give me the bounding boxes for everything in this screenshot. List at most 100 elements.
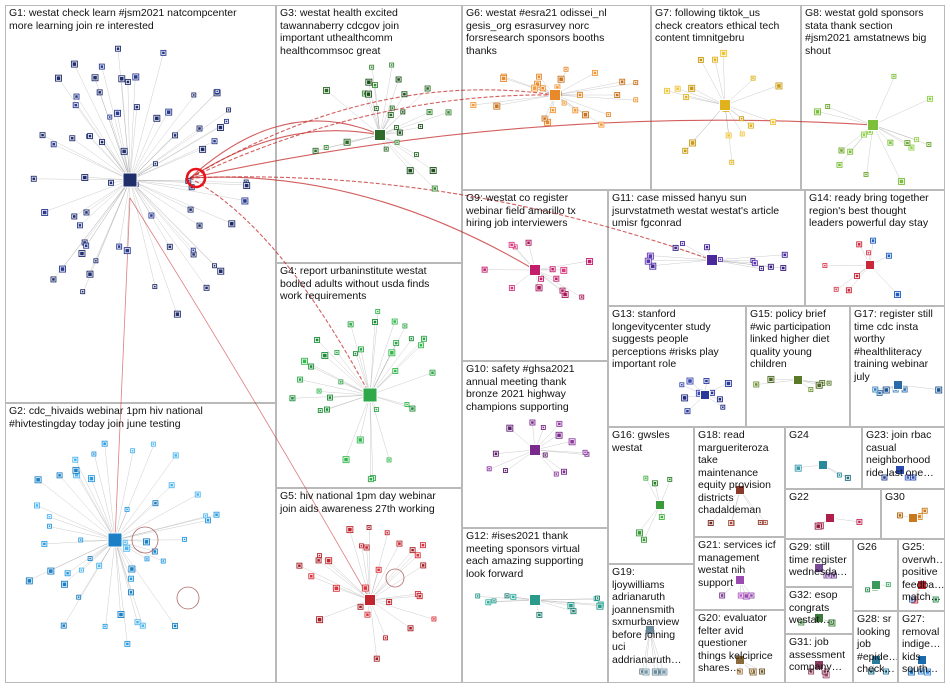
node-fill-g18 — [764, 521, 767, 524]
node-fill-g1 — [198, 127, 201, 130]
node-fill-g6 — [537, 75, 541, 78]
hub-node-g16[interactable] — [655, 500, 665, 510]
node-fill-g14 — [847, 288, 851, 292]
hub-node-g14[interactable] — [865, 260, 875, 270]
node-fill-g3 — [367, 80, 371, 84]
node-fill-g6 — [556, 86, 559, 89]
node-fill-g20 — [738, 670, 742, 673]
hub-node-g19[interactable] — [645, 625, 655, 635]
edge — [369, 543, 400, 601]
node-fill-g10 — [570, 439, 574, 444]
node-fill-g1 — [60, 267, 65, 271]
group-label-g24: G24 — [789, 429, 809, 441]
hub-node-g7[interactable] — [719, 99, 731, 111]
edge — [503, 77, 556, 96]
hub-node-g8[interactable] — [867, 119, 879, 131]
node-fill-g1 — [244, 183, 249, 188]
node-fill-g4 — [354, 352, 357, 355]
node-fill-g4 — [298, 378, 302, 381]
hub-node-g11[interactable] — [706, 254, 718, 266]
hub-node-g20[interactable] — [735, 655, 745, 665]
hub-node-g21[interactable] — [735, 575, 745, 585]
hub-node-g29[interactable] — [814, 563, 824, 573]
node-fill-g3 — [324, 88, 329, 93]
edge — [369, 533, 388, 601]
hub-node-g27[interactable] — [917, 655, 927, 665]
node-fill-g4 — [422, 337, 426, 341]
node-fill-g10 — [504, 469, 507, 472]
node-fill-g3 — [419, 125, 422, 128]
node-fill-g23 — [883, 476, 886, 479]
node-fill-g1 — [218, 125, 223, 130]
hub-node-g28[interactable] — [871, 655, 881, 665]
hub-node-g4[interactable] — [362, 387, 378, 403]
edge — [724, 85, 779, 106]
hub-node-g5[interactable] — [364, 594, 376, 606]
node-fill-g6 — [541, 86, 545, 90]
hub-node-g22[interactable] — [825, 513, 835, 523]
group-cell-g27: G27: removal indige… kids south… — [898, 611, 945, 683]
hub-node-g9[interactable] — [529, 264, 541, 276]
edge — [84, 176, 131, 181]
node-fill-g1 — [200, 147, 205, 152]
edge — [534, 260, 590, 271]
node-fill-g4 — [349, 323, 352, 326]
edge — [369, 311, 379, 396]
self-loop — [176, 586, 200, 610]
node-fill-g2 — [152, 443, 155, 445]
hub-node-g1[interactable] — [122, 172, 138, 188]
node-fill-g19 — [640, 670, 644, 673]
group-cell-g30: G30 — [881, 489, 945, 539]
node-fill-g1 — [213, 139, 216, 143]
node-fill-g8 — [815, 110, 820, 114]
edge — [324, 354, 371, 396]
node-fill-g20 — [750, 670, 753, 672]
group-cell-g23: G23: join rbac casual neighborhood ride … — [862, 427, 945, 489]
self-loop — [385, 568, 405, 588]
hub-node-g10[interactable] — [529, 444, 541, 456]
hub-node-g13[interactable] — [700, 390, 710, 400]
group-label-g31: G31: job assessment company… — [789, 636, 846, 673]
edge — [534, 599, 600, 606]
node-fill-g29 — [832, 574, 836, 577]
edge — [872, 124, 902, 182]
group-cell-g8: G8: westat gold sponsors stata thank sec… — [801, 5, 945, 190]
group-label-g10: G10: safety #ghsa2021 annual meeting tha… — [466, 363, 575, 413]
node-fill-g2 — [131, 449, 134, 452]
hub-node-g25[interactable] — [917, 580, 927, 590]
hub-node-g32[interactable] — [814, 613, 824, 623]
edge — [129, 179, 221, 271]
node-fill-g19 — [653, 670, 658, 674]
edge — [724, 104, 774, 123]
hub-node-g12[interactable] — [529, 594, 541, 606]
group-cell-g7: G7: following tiktok_us check creators e… — [651, 5, 801, 190]
node-fill-g11 — [719, 258, 722, 261]
hub-node-g3[interactable] — [374, 129, 386, 141]
hub-node-g30[interactable] — [908, 513, 918, 523]
node-fill-g3 — [345, 140, 349, 145]
group-cell-g31: G31: job assessment company… — [785, 634, 853, 683]
node-fill-g6 — [578, 93, 582, 97]
node-fill-g1 — [109, 181, 113, 185]
hub-node-g2[interactable] — [107, 532, 123, 548]
node-fill-g15 — [810, 388, 812, 391]
hub-node-g24[interactable] — [818, 460, 828, 470]
hub-node-g17[interactable] — [893, 380, 903, 390]
node-fill-g8 — [868, 130, 872, 133]
hub-node-g15[interactable] — [793, 375, 803, 385]
edge — [118, 179, 131, 247]
hub-highlight-ring — [185, 167, 207, 189]
node-fill-g13 — [682, 396, 687, 400]
edge — [318, 560, 371, 601]
hub-node-g31[interactable] — [814, 660, 824, 670]
node-fill-g1 — [193, 94, 195, 96]
hub-node-g23[interactable] — [895, 465, 905, 475]
hub-node-g26[interactable] — [871, 580, 881, 590]
edge — [836, 264, 871, 290]
hub-node-g6[interactable] — [549, 89, 561, 101]
node-fill-g1 — [154, 162, 157, 165]
node-fill-g21 — [744, 594, 749, 598]
edge — [101, 66, 131, 181]
node-fill-g2 — [97, 564, 101, 568]
hub-node-g18[interactable] — [735, 485, 745, 495]
